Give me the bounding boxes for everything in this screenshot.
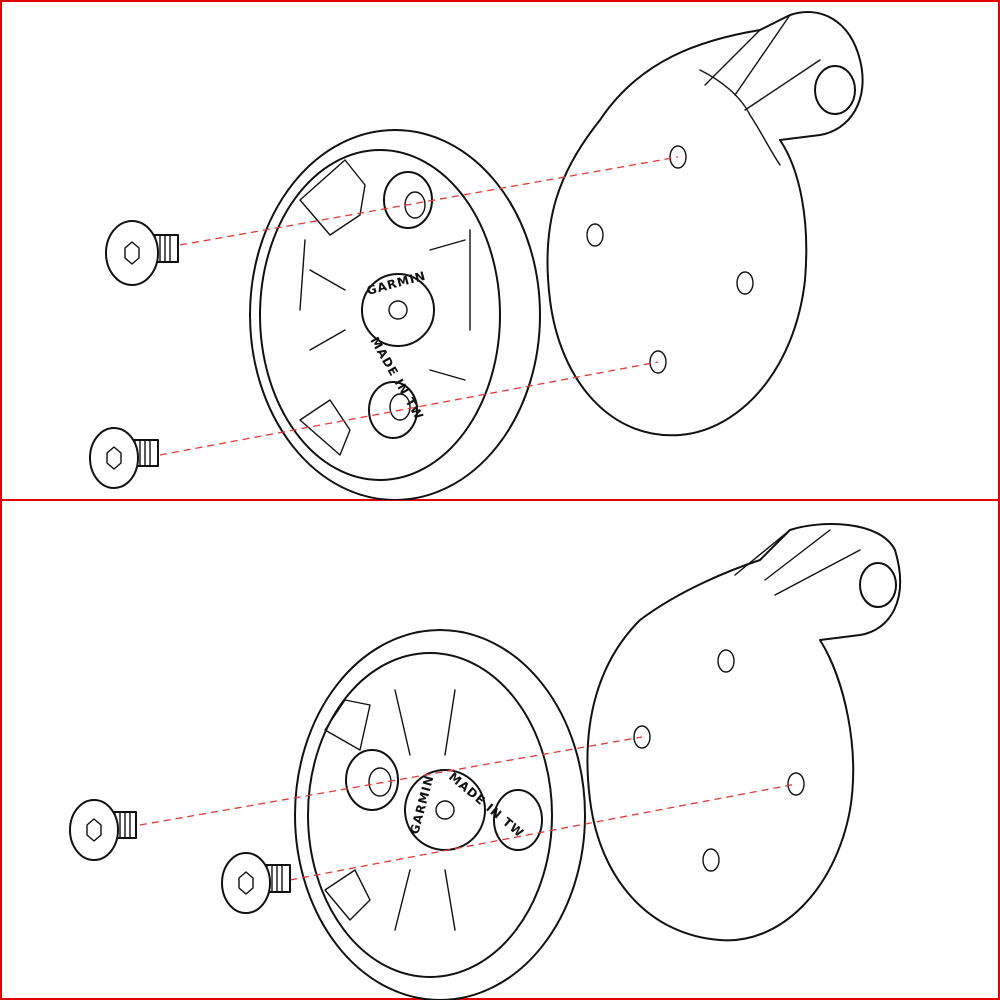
screw-upper [105,220,179,286]
panel-top: GARMIN MADE IN TW [89,11,864,500]
screw-lower [89,427,159,489]
mount-center-disc [361,273,435,347]
hex-socket-icon [106,446,122,470]
plate-hole [633,725,651,749]
plate-hole [649,350,667,374]
screw-left [69,799,137,861]
exploded-assembly-bottom: GARMIN MADE IN TW [69,523,901,1000]
gopro-prong-hole [859,562,897,608]
alignment-guide [179,156,679,246]
panel-bottom: GARMIN MADE IN TW [0,500,1000,1000]
plate-hole [717,649,735,673]
garmin-mount: GARMIN MADE IN TW [294,629,586,1000]
plate-hole [736,271,754,295]
gopro-prong-hole [814,65,856,115]
hex-socket-icon [238,871,254,895]
hex-socket-icon [124,241,140,265]
plate-hole [586,223,604,247]
alignment-guide [289,783,797,881]
alignment-guide [139,736,643,826]
plate-hole [702,848,720,872]
plate-hole [787,772,805,796]
gopro-adapter-plate [586,523,901,942]
garmin-mount: GARMIN MADE IN TW [249,129,541,500]
exploded-assembly-top: GARMIN MADE IN TW [89,11,864,500]
gopro-adapter-plate [546,11,864,437]
screw-right [221,852,291,914]
hex-socket-icon [86,818,102,842]
alignment-guide [159,361,659,456]
panel-divider [0,499,1000,501]
plate-hole [669,145,687,169]
